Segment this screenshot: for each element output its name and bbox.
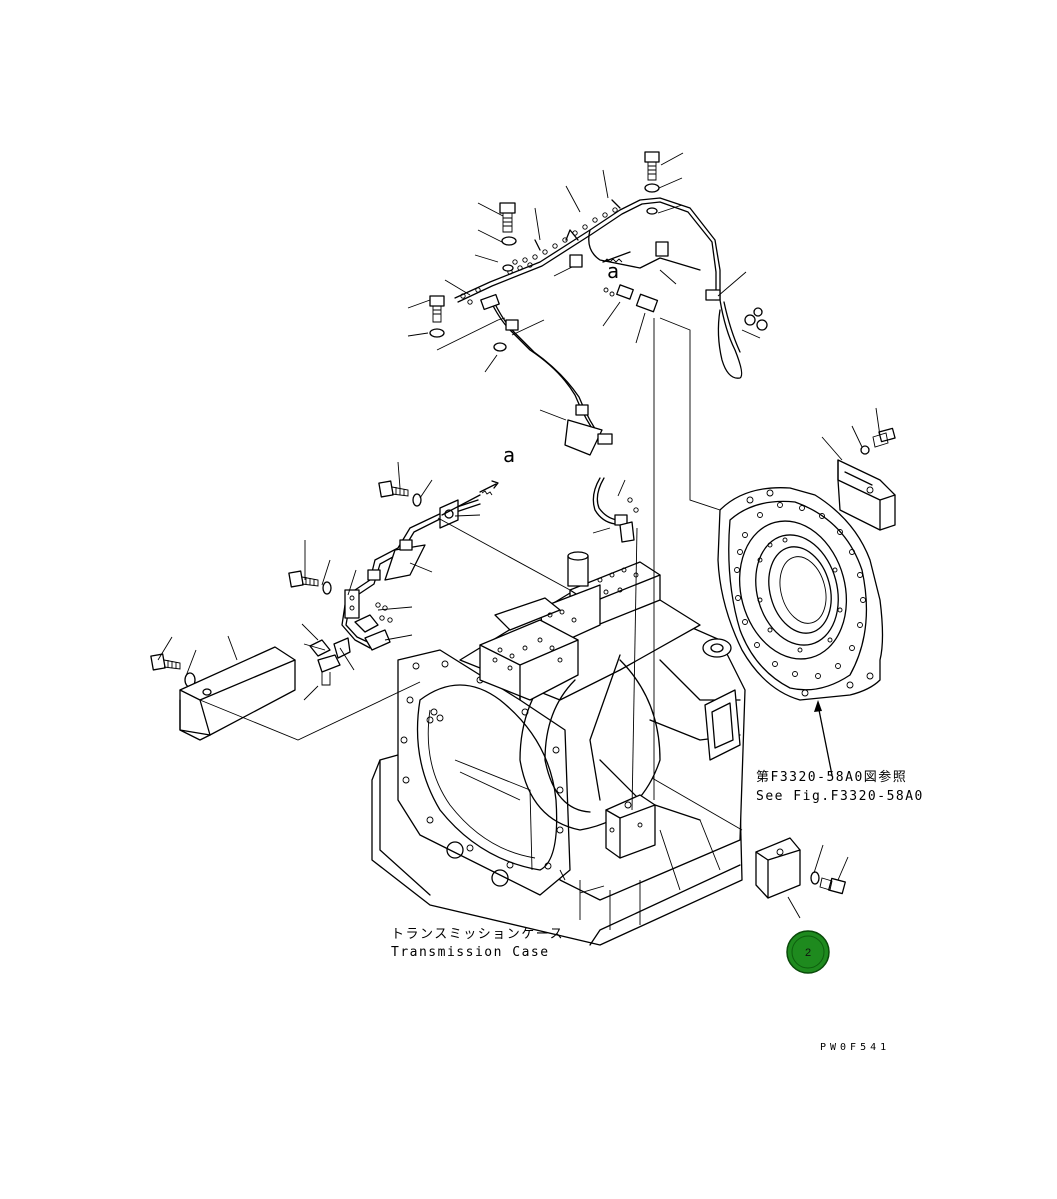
transmission-case [371,589,746,946]
right-top-cover [837,427,896,531]
bottom-right-bracket [755,837,846,899]
hotspot-circle[interactable] [786,930,830,974]
drawing-code: PW0F541 [820,1042,890,1053]
control-valve-assembly [479,551,661,859]
left-fasteners [150,480,422,688]
reference-label-japanese: 第F3320-58A0図参照 [756,769,907,785]
flywheel-housing [717,487,884,776]
labels: a a 第F3320-58A0図参照 See Fig.F3320-58A0 トラ… [391,259,924,1053]
hotspot-number: 2 [805,947,811,959]
upper-wiring-harness [454,197,768,456]
case-label-english: Transmission Case [391,945,550,960]
side-wiring-harness [309,477,639,686]
view-marker-lower: a [503,443,515,467]
leader-lines [157,152,881,919]
view-marker-upper: a [607,259,619,283]
left-cover-plate [179,646,296,741]
hotspot-marker[interactable]: 2 [786,930,830,974]
reference-label-english: See Fig.F3320-58A0 [756,789,924,804]
upper-fasteners [429,151,660,352]
case-label-japanese: トランスミッションケース [391,927,564,942]
